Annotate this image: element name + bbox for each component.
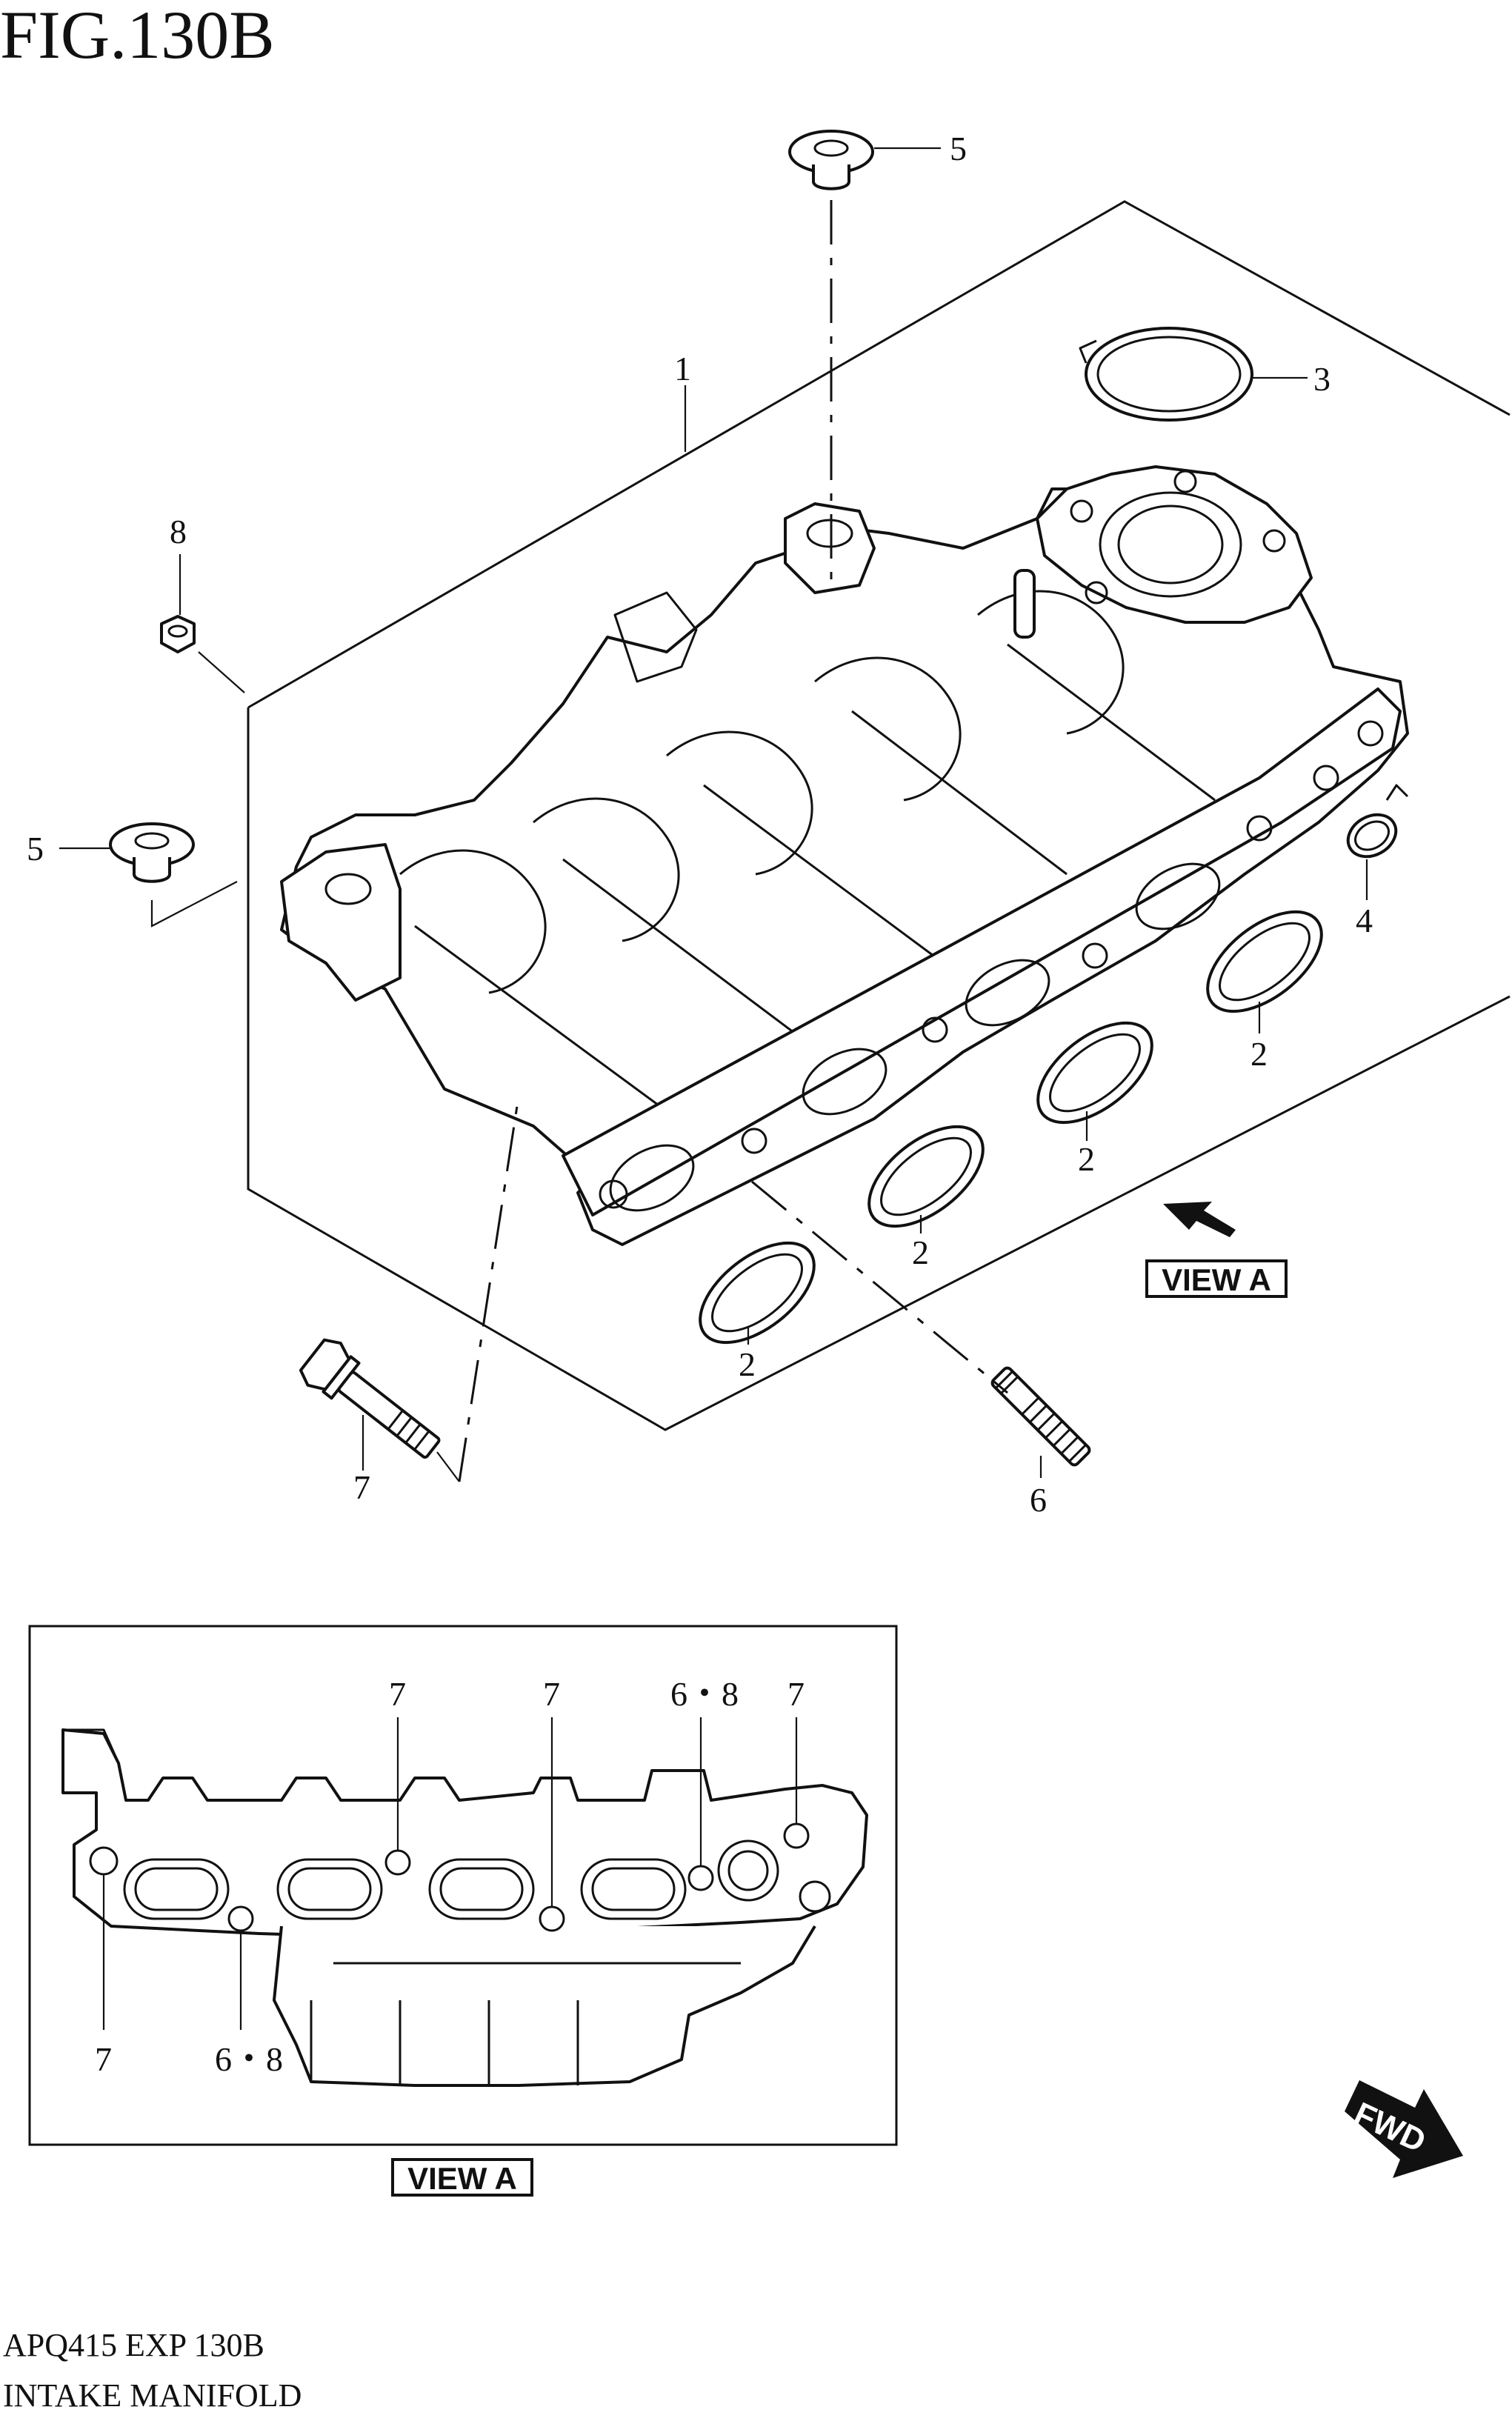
view-a-direction: VIEW A xyxy=(1145,1202,1288,1298)
view-a-callout-7-a: 7 xyxy=(389,1675,406,1713)
forward-direction-arrow: FWD xyxy=(1345,2080,1463,2178)
grommet-part-5-left[interactable] xyxy=(109,822,195,883)
view-a-callout-7-b: 7 xyxy=(543,1675,560,1713)
intake-manifold-part-1[interactable] xyxy=(280,465,1409,1246)
view-a-inset-label: VIEW A xyxy=(391,2158,533,2197)
callout-3: 3 xyxy=(1313,360,1331,398)
exploded-view-frame xyxy=(247,200,1511,1431)
view-a-label-inset: VIEW A xyxy=(407,2161,517,2196)
view-a-label-main: VIEW A xyxy=(1162,1262,1271,1297)
callout-2-b: 2 xyxy=(912,1233,929,1271)
catalog-code: APQ415 EXP 130B xyxy=(3,2327,264,2363)
callout-8: 8 xyxy=(170,513,187,550)
view-a-callout-7-c: 7 xyxy=(787,1675,805,1713)
flange-bolt-part-7[interactable] xyxy=(296,1334,450,1471)
callout-2-c: 2 xyxy=(1078,1140,1095,1178)
figure-caption: INTAKE MANIFOLD xyxy=(3,2377,302,2414)
view-a-inset: 7 7 6・8 7 7 6・8 xyxy=(28,1625,898,2146)
figure-title: FIG.130B xyxy=(0,0,275,73)
o-ring-part-3[interactable] xyxy=(1079,327,1253,422)
nut-part-8[interactable] xyxy=(160,615,196,653)
callout-7: 7 xyxy=(353,1468,370,1506)
view-a-callout-6-8-a: 6・8 xyxy=(670,1675,739,1713)
callout-5-top: 5 xyxy=(950,130,967,167)
view-a-arrow-icon xyxy=(1163,1202,1236,1237)
callout-2-d: 2 xyxy=(1250,1035,1268,1073)
view-a-ports xyxy=(123,1858,687,1920)
leader-lines xyxy=(59,147,1368,1482)
fwd-arrow-icon xyxy=(1345,2080,1463,2178)
gasket-part-4[interactable] xyxy=(1341,784,1409,865)
intake-gaskets-part-2[interactable] xyxy=(683,893,1339,1362)
callout-1: 1 xyxy=(674,350,691,387)
view-a-callout-6-8-b: 6・8 xyxy=(215,2040,283,2078)
view-a-callout-7-d: 7 xyxy=(95,2040,112,2078)
callout-5-left: 5 xyxy=(27,830,44,868)
callout-6: 6 xyxy=(1030,1481,1047,1519)
stud-bolt-part-6[interactable] xyxy=(990,1366,1091,1467)
callout-2-a: 2 xyxy=(739,1345,756,1383)
grommet-part-5-top[interactable] xyxy=(788,130,874,190)
callout-numbers: 5 1 3 8 5 4 2 2 2 2 7 6 xyxy=(27,130,1373,1519)
callout-4: 4 xyxy=(1356,902,1373,939)
